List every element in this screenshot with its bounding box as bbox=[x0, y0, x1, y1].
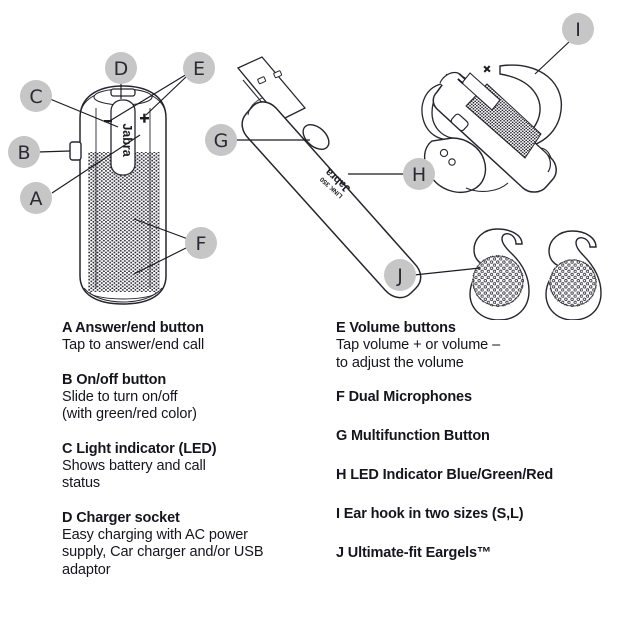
callout-E: E bbox=[183, 52, 215, 84]
legend-title-a: A Answer/end button bbox=[62, 320, 204, 336]
callout-label-H: H bbox=[412, 164, 426, 186]
callout-label-A: A bbox=[30, 188, 43, 210]
legend-desc-a-1: Tap to answer/end call bbox=[62, 337, 205, 353]
callout-D: D bbox=[105, 52, 137, 84]
legend-title-e: E Volume buttons bbox=[336, 320, 456, 336]
on-off-slider bbox=[69, 141, 82, 161]
legend-title-i: I Ear hook in two sizes (S,L) bbox=[336, 506, 524, 522]
callout-F: F bbox=[185, 227, 217, 259]
callout-label-D: D bbox=[114, 58, 129, 80]
callout-label-B: B bbox=[17, 142, 30, 164]
callout-C: C bbox=[20, 80, 52, 112]
legend-entry-a: A Answer/end button Tap to answer/end ca… bbox=[62, 320, 312, 355]
legend-title-d: D Charger socket bbox=[62, 509, 180, 526]
volume-plus-symbol bbox=[140, 113, 149, 123]
legend-desc-b-1: Slide to turn on/off bbox=[62, 388, 178, 405]
headset-perspective-view bbox=[421, 64, 563, 193]
legend-entry-i: I Ear hook in two sizes (S,L) bbox=[336, 506, 616, 523]
legend-desc-d-2: supply, Car charger and/or USB bbox=[62, 544, 264, 560]
legend-title-h: H LED Indicator Blue/Green/Red bbox=[336, 467, 554, 483]
eargels-pair bbox=[469, 228, 602, 320]
leader-line-C bbox=[49, 98, 119, 128]
legend-title-b: B On/off button bbox=[62, 371, 167, 388]
leader-line-I bbox=[534, 40, 571, 75]
leader-line-E2 bbox=[145, 75, 188, 116]
callout-leader-lines bbox=[37, 40, 571, 276]
legend-desc-c-2: status bbox=[62, 475, 101, 491]
callout-G: G bbox=[205, 124, 237, 156]
usb-dongle: Jabra LINK 350 bbox=[236, 56, 422, 299]
legend-title-c: C Light indicator (LED) bbox=[62, 440, 217, 457]
leader-line-A bbox=[51, 134, 141, 194]
callout-label-J: J bbox=[396, 265, 403, 287]
legend-entry-f: F Dual Microphones bbox=[336, 389, 616, 406]
legend-desc-d-3: adaptor bbox=[62, 561, 111, 578]
legend-title-f: F Dual Microphones bbox=[336, 389, 472, 405]
legend-desc-d-1: Easy charging with AC power bbox=[62, 526, 248, 543]
callout-label-E: E bbox=[193, 58, 205, 80]
legend-desc-e-1: Tap volume + or volume – bbox=[336, 337, 501, 353]
legend-entry-h: H LED Indicator Blue/Green/Red bbox=[336, 467, 616, 484]
legend-title-j: J Ultimate-fit Eargels™ bbox=[336, 545, 492, 561]
callout-circles: A B C D E bbox=[8, 13, 594, 291]
leader-line-B bbox=[37, 150, 71, 153]
callout-label-G: G bbox=[214, 130, 229, 152]
leader-line-J bbox=[413, 267, 481, 276]
callout-label-C: C bbox=[29, 86, 42, 108]
callout-B: B bbox=[8, 136, 40, 168]
callout-H: H bbox=[403, 158, 435, 190]
legend-title-g: G Multifunction Button bbox=[336, 428, 490, 444]
callout-label-I: I bbox=[575, 19, 581, 41]
legend-entry-e: E Volume buttons Tap volume + or volume … bbox=[336, 320, 616, 372]
legend-area: A Answer/end button Tap to answer/end ca… bbox=[0, 320, 626, 618]
legend-column-right: E Volume buttons Tap volume + or volume … bbox=[336, 320, 616, 579]
leader-line-F1 bbox=[133, 218, 189, 240]
volume-minus-symbol bbox=[104, 120, 112, 123]
legend-desc-c-1: Shows battery and call bbox=[62, 457, 206, 474]
legend-column-left: A Answer/end button Tap to answer/end ca… bbox=[62, 320, 312, 596]
callout-A: A bbox=[20, 182, 52, 214]
dongle-multifunction-button bbox=[302, 124, 330, 150]
figure-illustration: Jabra bbox=[8, 13, 602, 320]
callout-I: I bbox=[562, 13, 594, 45]
figure-area: Jabra bbox=[8, 13, 602, 320]
legend-entry-g: G Multifunction Button bbox=[336, 428, 616, 445]
legend-entry-d: D Charger socket Easy charging with AC p… bbox=[62, 510, 312, 580]
headset-front-view: Jabra bbox=[69, 85, 167, 305]
leader-line-F2 bbox=[133, 246, 189, 275]
callout-J: J bbox=[384, 259, 416, 291]
legend-desc-e-2: to adjust the volume bbox=[336, 354, 464, 371]
callout-label-F: F bbox=[196, 233, 207, 255]
legend-entry-j: J Ultimate-fit Eargels™ bbox=[336, 545, 616, 562]
legend-entry-c: C Light indicator (LED) Shows battery an… bbox=[62, 441, 312, 493]
perspective-multifunction-button bbox=[450, 113, 469, 132]
leader-line-E1 bbox=[107, 73, 188, 123]
legend-desc-b-2: (with green/red color) bbox=[62, 406, 197, 422]
headset-jabra-logo: Jabra bbox=[120, 123, 134, 157]
legend-entry-b: B On/off button Slide to turn on/off (wi… bbox=[62, 372, 312, 424]
